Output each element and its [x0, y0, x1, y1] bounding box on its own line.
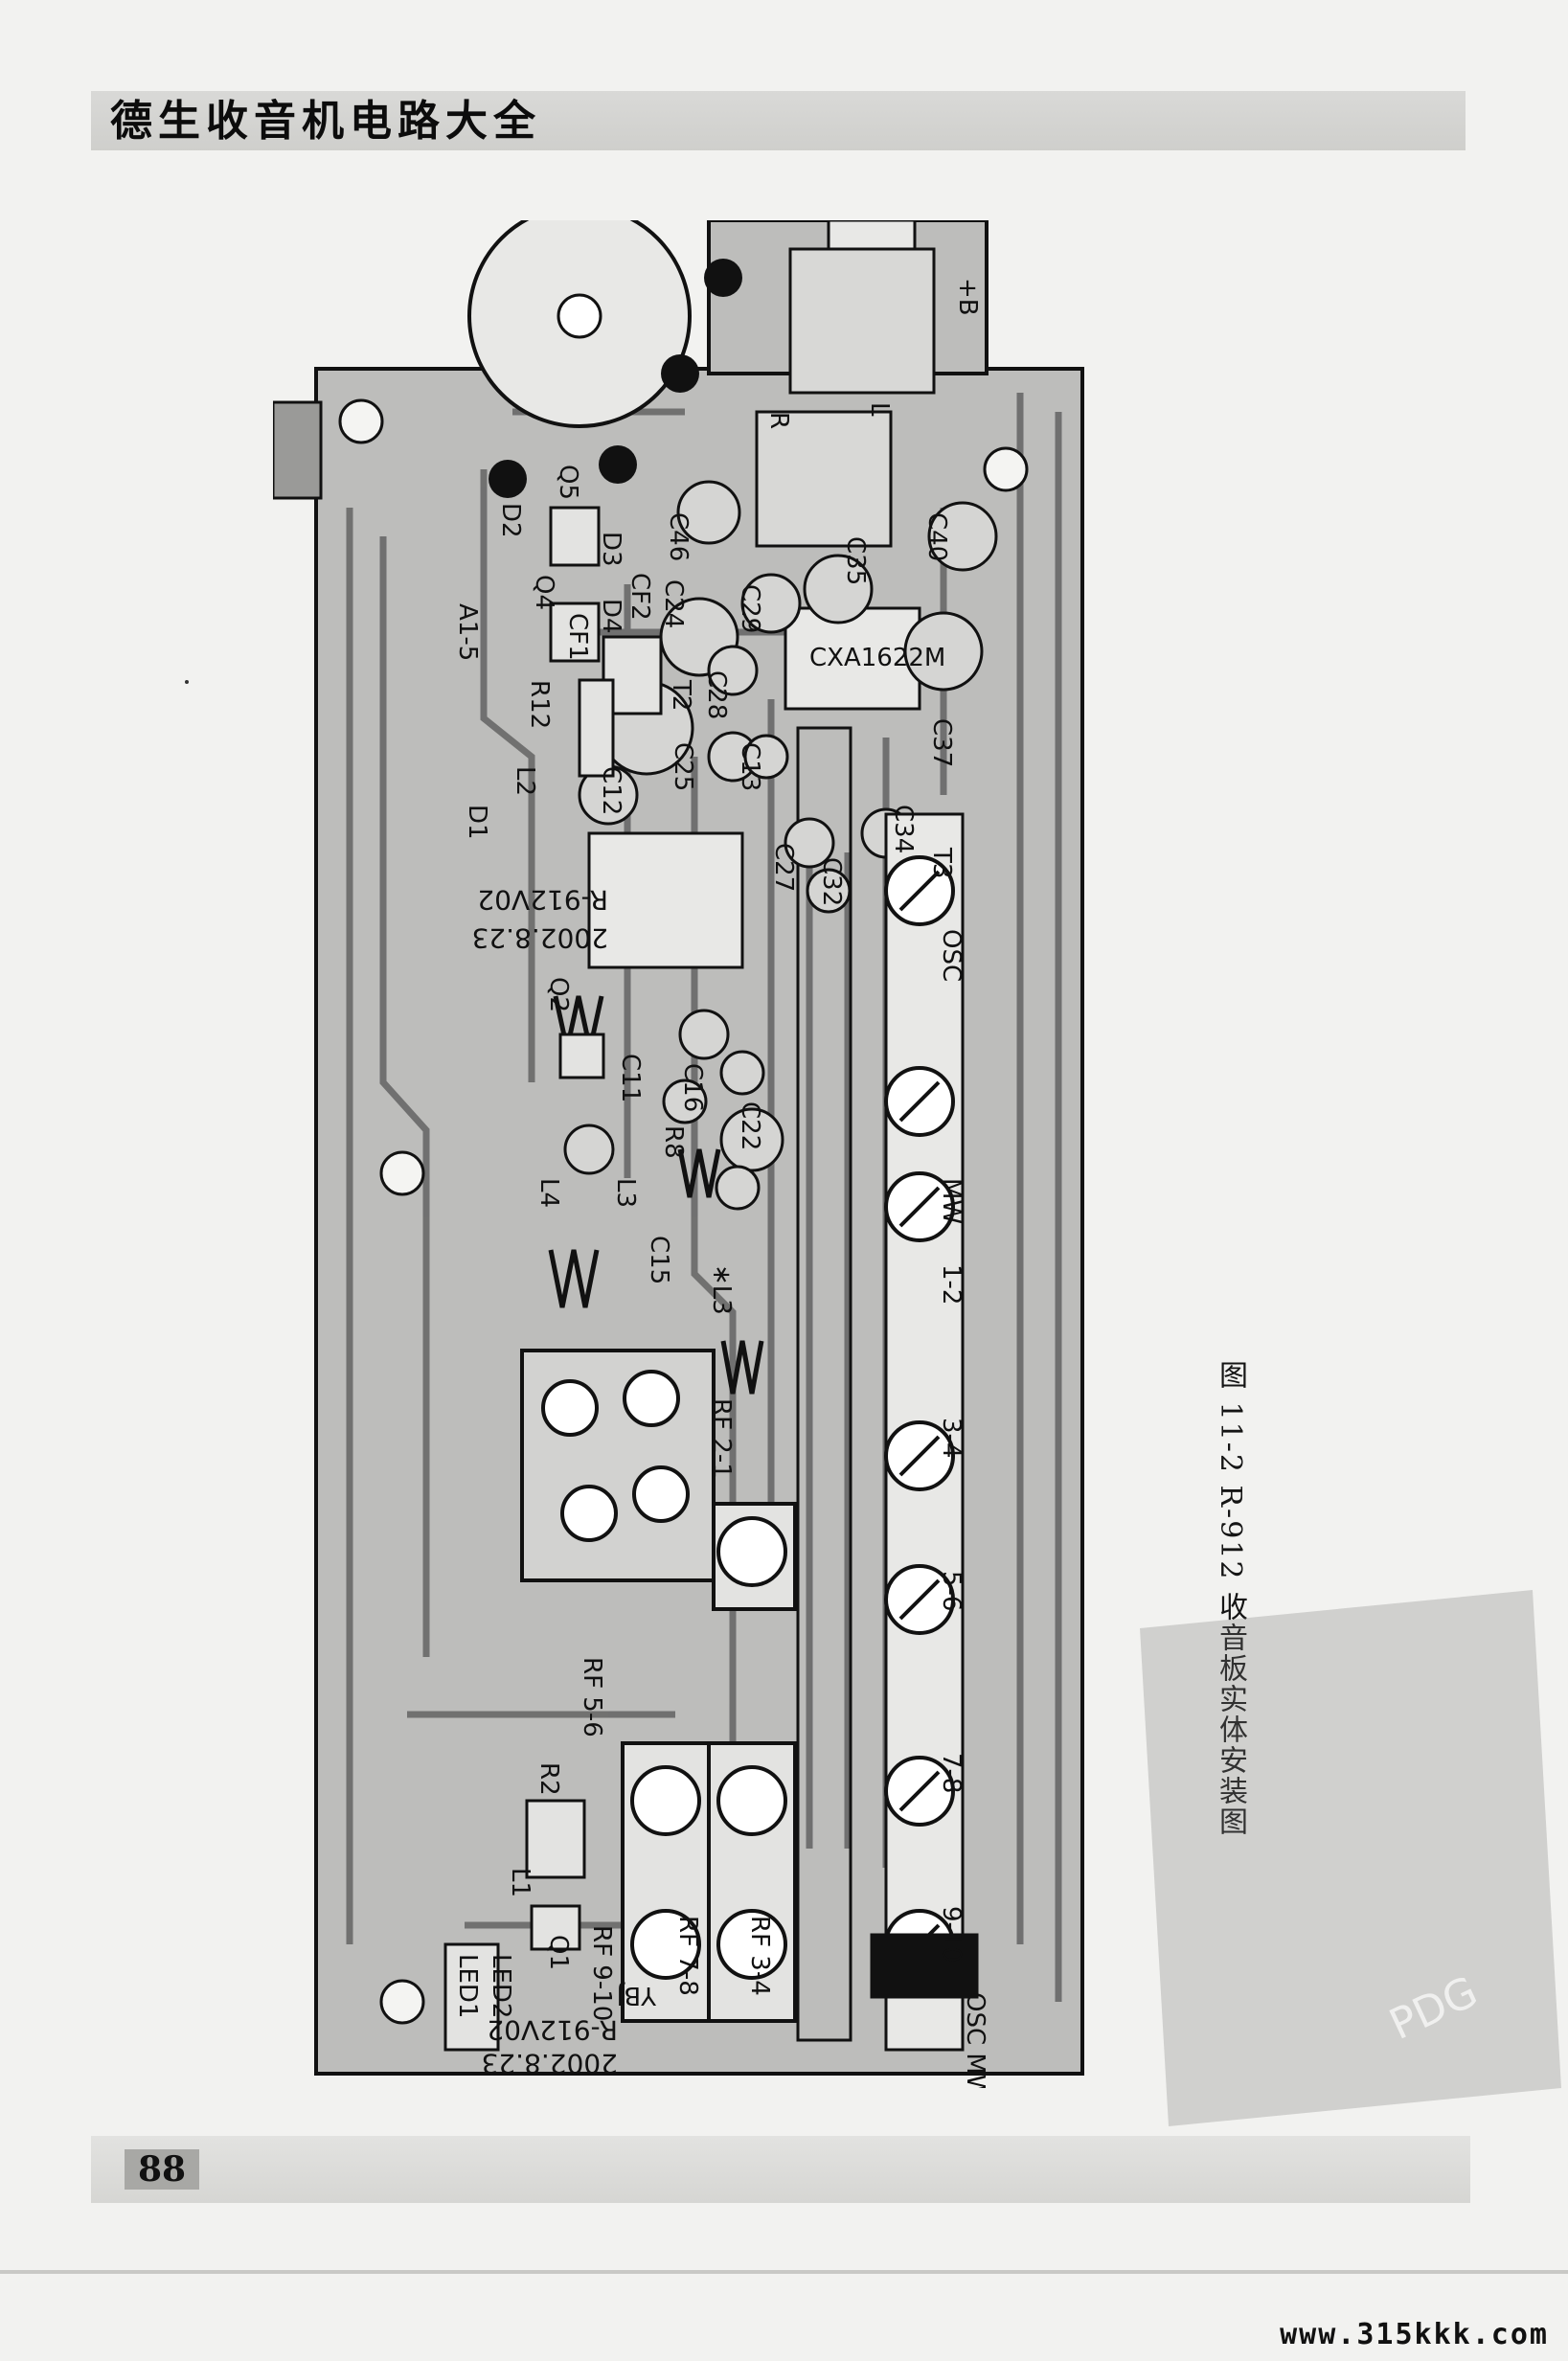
- pdg-stamp-watermark: PDG: [1140, 1590, 1561, 2126]
- ic-board-mark-2: 2002.8.23: [471, 922, 608, 954]
- label-mw: MW: [937, 1178, 966, 1224]
- label-c12: C12: [597, 766, 625, 815]
- pcb-layout-drawing: +B R L Q5 D2 C46 D3 D4 CF2 C24 C35 C40 Q…: [271, 204, 1084, 2100]
- label-rf-9-10: RF 9-10: [587, 1925, 616, 2021]
- label-c11: C11: [616, 1054, 645, 1102]
- label-led1: LED1: [453, 1954, 482, 2018]
- label-d3: D3: [597, 532, 625, 567]
- label-rf-3-4: RF 3-4: [745, 1916, 774, 1996]
- label-c29: C29: [736, 584, 764, 633]
- label-cf1: CF1: [563, 613, 592, 661]
- headphone-jack: [755, 410, 893, 548]
- label-c27: C27: [769, 843, 798, 892]
- label-q5: Q5: [554, 465, 582, 500]
- label-q4: Q4: [530, 575, 558, 610]
- label-c24: C24: [659, 579, 688, 628]
- component-label-group: +B R L Q5 D2 C46 D3 D4 CF2 C24 C35 C40 Q…: [453, 278, 989, 2100]
- label-t3: T3: [927, 847, 956, 878]
- label-d4: D4: [597, 599, 625, 634]
- label-c13: C13: [736, 742, 764, 791]
- label-rf-7-8: RF 7-8: [673, 1916, 702, 1996]
- label-r12: R12: [525, 680, 554, 729]
- label-c28: C28: [702, 670, 731, 719]
- label-q2: Q2: [544, 977, 573, 1012]
- page-number: 88: [125, 2149, 200, 2190]
- gang-trimmers: [541, 1370, 690, 1542]
- label-led2: LED2: [487, 1954, 515, 2018]
- coils: [548, 995, 764, 1395]
- volume-pot-shaft: [557, 293, 602, 339]
- label-rf-2-1: RF 2-1: [707, 1398, 736, 1479]
- label-osc-mw: OSC MW: [961, 1992, 989, 2088]
- label-c46: C46: [664, 512, 693, 561]
- label-a1-5: A1-5: [453, 603, 482, 661]
- header-strip: [796, 726, 852, 2042]
- label-band-3-4: 3-4: [937, 1418, 966, 1458]
- label-band-1-2: 1-2: [937, 1264, 966, 1305]
- label-l3: L3: [611, 1178, 640, 1208]
- label-q1: Q1: [544, 1935, 573, 1970]
- label-r: R: [764, 412, 793, 429]
- capacitors: [563, 480, 998, 1211]
- label-rf-5-6: RF 5-6: [578, 1657, 606, 1737]
- jack-housing: [788, 247, 936, 395]
- label-l: L: [865, 402, 894, 417]
- label-band-7-8: 7-8: [937, 1753, 966, 1793]
- pcb-connector: [827, 218, 917, 251]
- ic-r912v02: [587, 831, 744, 969]
- site-watermark: www.315kkk.com: [1280, 2318, 1549, 2351]
- label-l2: L2: [511, 766, 539, 796]
- label-t2: T2: [667, 679, 695, 711]
- label-r2: R2: [534, 1762, 563, 1796]
- label-c34: C34: [889, 805, 918, 853]
- small-components: [443, 506, 979, 2052]
- label-l4: L4: [534, 1178, 563, 1208]
- bottom-mark-date: 2002.8.23: [481, 2048, 618, 2079]
- bottom-rule: [0, 2270, 1568, 2274]
- bottom-mark-version: R-912V02: [487, 2014, 618, 2046]
- label-band-9-10: 9-10: [937, 1906, 966, 1963]
- rf-trimmers: [621, 1502, 797, 2023]
- label-r8: R8: [659, 1125, 688, 1159]
- header-band: [91, 91, 1466, 150]
- label-c40: C40: [922, 512, 951, 561]
- label-c22: C22: [736, 1101, 764, 1150]
- pcb-left-tab: [271, 400, 323, 500]
- pot-pads: [489, 259, 742, 498]
- label-c16: C16: [678, 1063, 707, 1112]
- label-c32: C32: [817, 857, 846, 906]
- label-c37: C37: [927, 718, 956, 767]
- mounting-holes: [338, 398, 1029, 2025]
- ic-cxa1622m: [784, 606, 921, 711]
- label-d1: D1: [463, 805, 491, 840]
- bottom-mark-ybj: YBJ: [617, 1981, 657, 2009]
- ic-board-mark-1: R-912V02: [477, 884, 608, 916]
- label-l3-star: ∗L3: [707, 1264, 736, 1315]
- label-b-plus: +B: [953, 278, 982, 316]
- label-c35: C35: [841, 536, 870, 585]
- label-cf2: CF2: [625, 573, 654, 621]
- label-band-5-6: 5-6: [937, 1571, 966, 1611]
- figure-caption: 图 11-2 R-912 收音板实体安装图: [1214, 1360, 1247, 1837]
- label-c25: C25: [669, 742, 697, 791]
- ic-cxa1622m-label: CXA1622M: [809, 644, 945, 672]
- label-c15: C15: [645, 1236, 673, 1284]
- label-l1: L1: [506, 1868, 534, 1897]
- scan-speck: [185, 680, 189, 684]
- pcb-figure: +B R L Q5 D2 C46 D3 D4 CF2 C24 C35 C40 Q…: [271, 204, 1125, 2100]
- label-osc: OSC: [937, 929, 966, 982]
- label-d2: D2: [496, 503, 525, 538]
- tuning-capacitor: [520, 1349, 716, 1582]
- footer-band: [91, 2136, 1470, 2203]
- book-title: 德生收音机电路大全: [110, 97, 541, 146]
